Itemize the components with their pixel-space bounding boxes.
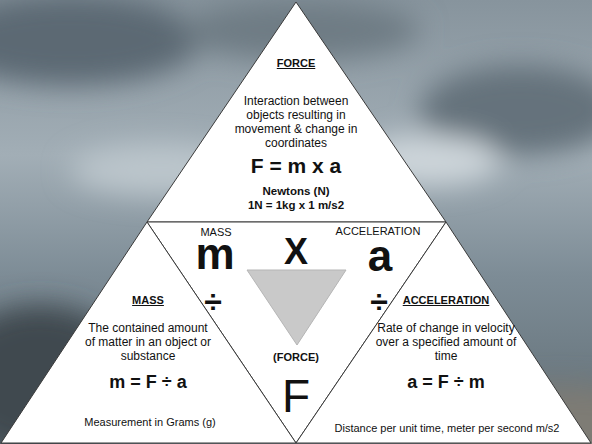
triangle-panel: FORCE Interaction between objects resulti… bbox=[146, 0, 448, 224]
definition-text: Rate of change in velocity over a specif… bbox=[371, 321, 521, 363]
formula: F = m x a bbox=[251, 153, 341, 178]
unit-text: 1N = 1kg x 1 m/s2 bbox=[248, 199, 344, 213]
quantity-label: (FORCE) bbox=[273, 351, 319, 364]
definition-text: Interaction between objects resulting in… bbox=[232, 94, 360, 150]
unit-text: Distance per unit time, meter per second… bbox=[335, 422, 560, 435]
quantity-label: ACCELERATION bbox=[336, 225, 421, 238]
section-heading: ACCELERATION bbox=[403, 294, 490, 307]
triangle-panel: MASS The contained amount of matter in an… bbox=[0, 222, 297, 444]
operator-symbol: ÷ bbox=[370, 286, 388, 318]
definition-text: The contained amount of matter in an obj… bbox=[84, 321, 212, 363]
triangle-panel: ACCELERATION Rate of change in velocity o… bbox=[296, 222, 592, 444]
formula: a = F ÷ m bbox=[407, 372, 484, 394]
grey-triangle bbox=[247, 270, 346, 345]
operator-symbol: X bbox=[284, 234, 308, 270]
operator-symbol: ÷ bbox=[204, 286, 222, 318]
section-heading: MASS bbox=[132, 294, 164, 307]
unit-text: Newtons (N) bbox=[262, 185, 329, 199]
section-heading: FORCE bbox=[277, 57, 316, 70]
symbol-letter: a bbox=[368, 234, 392, 278]
symbol-letter: m bbox=[195, 232, 234, 276]
triangle-shape bbox=[1, 222, 296, 443]
formula: m = F ÷ a bbox=[109, 372, 186, 394]
triangle-shape bbox=[296, 222, 591, 443]
unit-text: Measurement in Grams (g) bbox=[84, 416, 215, 429]
triangle-shape bbox=[147, 2, 446, 222]
symbol-letter: F bbox=[282, 373, 310, 419]
